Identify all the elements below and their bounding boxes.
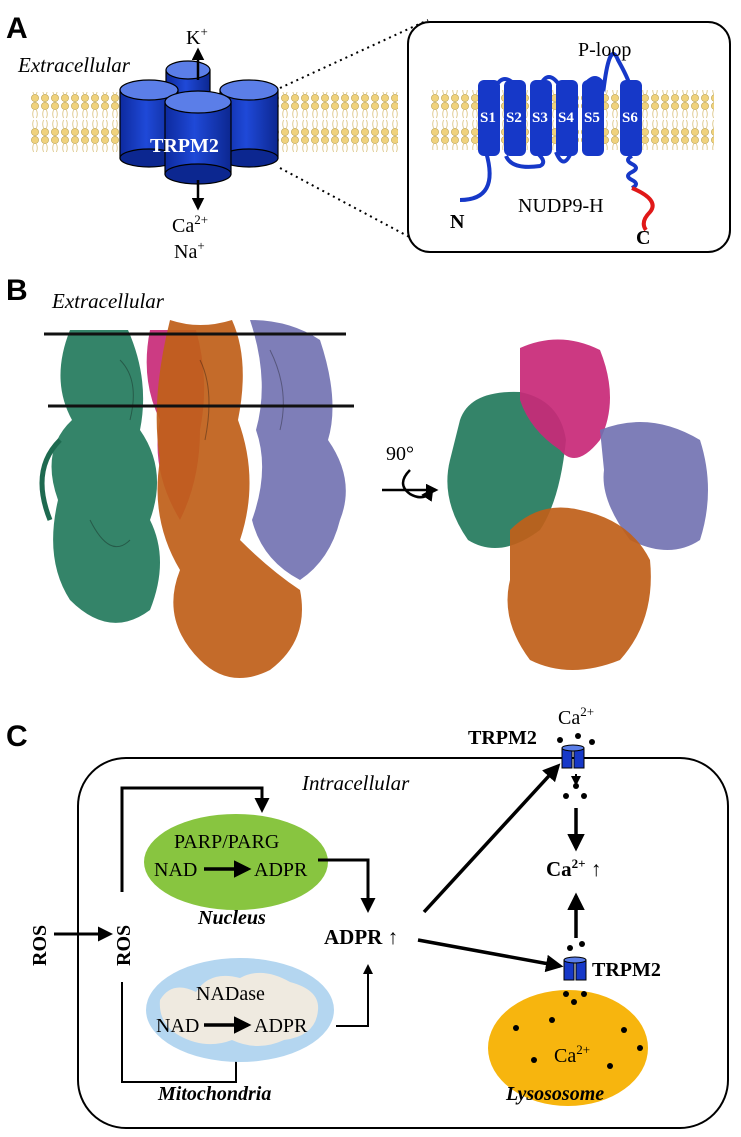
membrane-left: [30, 92, 398, 152]
protein-structure-side-view: [39, 320, 346, 678]
ros-outside-label: ROS: [29, 925, 51, 966]
panel-c-label: C: [6, 720, 28, 753]
segment-s4: S4: [558, 110, 574, 126]
rotation-icon: [382, 469, 439, 502]
channel-name-label: TRPM2: [150, 135, 219, 157]
nucleus-to-adpr-arrow: [318, 858, 376, 913]
protein-structure-top-view: [447, 339, 708, 670]
na-ion-label: Na+: [174, 238, 205, 263]
p-loop-label: P-loop: [578, 39, 631, 61]
mitochondria-label: Mitochondria: [157, 1083, 271, 1105]
panel-a-extracellular-label: Extracellular: [17, 53, 131, 77]
zoom-line-bottom: [279, 167, 431, 249]
k-ion-label: K+: [186, 24, 208, 49]
ros-to-mito-arrow: [121, 982, 241, 1083]
nad-mito-label: NAD: [156, 1015, 199, 1037]
intracellular-label: Intracellular: [301, 771, 410, 795]
nad-nucleus-label: NAD: [154, 859, 197, 881]
nucleus-label: Nucleus: [197, 907, 266, 929]
adpr-mito-label: ADPR: [254, 1015, 308, 1037]
ca-top-label: Ca2+: [558, 704, 594, 729]
nadase-label: NADase: [196, 983, 265, 1005]
segment-s2: S2: [506, 110, 522, 126]
ca-ion-label: Ca2+: [172, 212, 208, 237]
trpm2-lyso-label: TRPM2: [592, 959, 661, 981]
trpm2-top-label: TRPM2: [468, 727, 537, 749]
lysosome-label: Lysososome: [505, 1083, 604, 1105]
ca-lyso-label: Ca2+: [554, 1042, 590, 1067]
lysosome-ca-dots: [513, 941, 643, 1069]
adpr-nucleus-label: ADPR: [254, 859, 308, 881]
trpm2-plasma-channel-icon: [561, 744, 585, 769]
segment-s5: S5: [584, 110, 600, 126]
trpm2-lyso-channel-icon: [563, 956, 587, 981]
panel-b-label: B: [6, 274, 28, 307]
mitochondria-cristae: [159, 972, 319, 1046]
cell-boundary: [77, 757, 729, 1129]
ros-to-nucleus-arrow: [120, 786, 270, 892]
adpr-to-trpm2-top-arrow: [422, 763, 561, 914]
n-terminus-label: N: [450, 211, 465, 233]
nudt9-label: NUDP9-H: [518, 195, 604, 217]
adpr-to-trpm2-lyso-arrow: [417, 938, 564, 973]
adpr-center-label: ADPR ↑: [324, 925, 398, 949]
lysosome-shape: [488, 990, 648, 1106]
ca-up-label: Ca2+ ↑: [546, 856, 601, 881]
parp-label: PARP/PARG: [174, 831, 279, 853]
ros-inside-label: ROS: [113, 925, 135, 966]
segment-s1: S1: [480, 110, 496, 126]
segment-s6: S6: [622, 110, 638, 126]
mito-to-adpr-arrow: [336, 964, 373, 1027]
panel-b-extracellular-label: Extracellular: [51, 289, 165, 313]
panel-a-label: A: [6, 12, 28, 45]
zoom-line-top: [279, 19, 429, 89]
segment-s3: S3: [532, 110, 548, 126]
topology-diagram: [459, 52, 655, 232]
rotation-label: 90°: [386, 443, 414, 465]
c-terminus-label: C: [636, 227, 650, 249]
